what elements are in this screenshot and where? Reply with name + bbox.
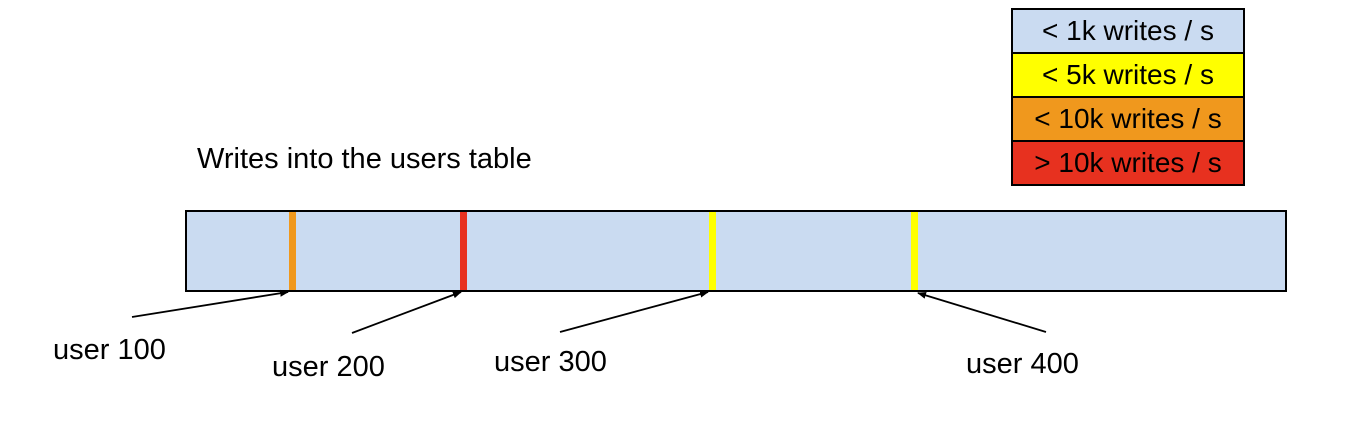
user-300-marker (708, 212, 716, 290)
user-300-label: user 300 (494, 346, 607, 378)
legend-item-lt-1k: < 1k writes / s (1011, 8, 1245, 54)
arrow-user-200-icon (351, 291, 462, 334)
legend-item-lt-5k: < 5k writes / s (1011, 52, 1245, 98)
legend-item-lt-10k: < 10k writes / s (1011, 96, 1245, 142)
arrow-user-100-icon (131, 289, 289, 318)
user-400-marker (910, 212, 918, 290)
user-400-label: user 400 (966, 348, 1079, 380)
legend: < 1k writes / s < 5k writes / s < 10k wr… (1011, 8, 1245, 186)
user-100-marker (288, 212, 296, 290)
arrow-user-300-icon (559, 290, 709, 333)
user-200-marker (459, 212, 467, 290)
users-table-bar (185, 210, 1287, 292)
arrow-user-400-icon (917, 291, 1047, 333)
user-200-label: user 200 (272, 351, 385, 383)
legend-item-gt-10k: > 10k writes / s (1011, 140, 1245, 186)
diagram-title: Writes into the users table (197, 143, 532, 175)
user-100-label: user 100 (53, 334, 166, 366)
